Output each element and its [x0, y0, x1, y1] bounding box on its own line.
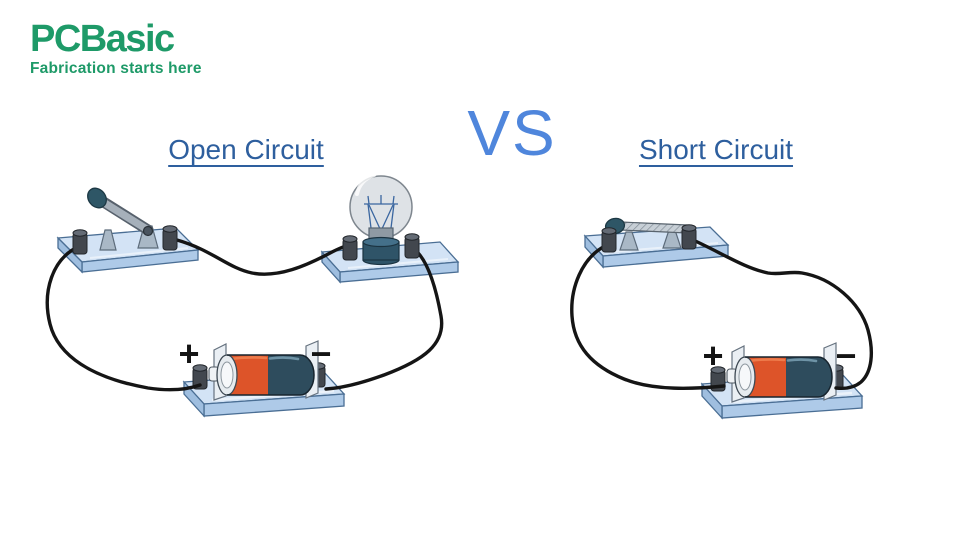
- wire-bulb-to-battery-minus: [324, 247, 444, 391]
- wires-right: [570, 238, 874, 391]
- wires-left: [45, 238, 444, 392]
- brand-wordmark: PCBasic: [30, 18, 175, 60]
- brand-tagline: Fabrication starts here: [30, 60, 202, 77]
- wire-switch-to-battery-plus: [45, 244, 202, 392]
- light-bulb-icon: [320, 173, 460, 284]
- open-circuit-title: Open Circuit: [168, 134, 324, 165]
- short-circuit-title: Short Circuit: [638, 134, 794, 165]
- pcbasic-logo: PCBasic Fabrication starts here: [30, 20, 202, 77]
- battery-plus-label-right: +: [702, 335, 723, 376]
- open-circuit-diagram: + −: [45, 173, 460, 416]
- vs-label: VS: [467, 97, 557, 169]
- battery-minus-label-right: −: [835, 335, 856, 376]
- wire-switch-to-bulb: [175, 238, 352, 276]
- short-circuit-diagram: + −: [570, 217, 874, 418]
- wire-switch-to-battery-minus: [691, 238, 874, 391]
- battery-plus-label-left: +: [178, 333, 199, 374]
- battery-minus-label-left: −: [310, 333, 331, 374]
- wire-switch-to-battery-plus: [570, 244, 726, 390]
